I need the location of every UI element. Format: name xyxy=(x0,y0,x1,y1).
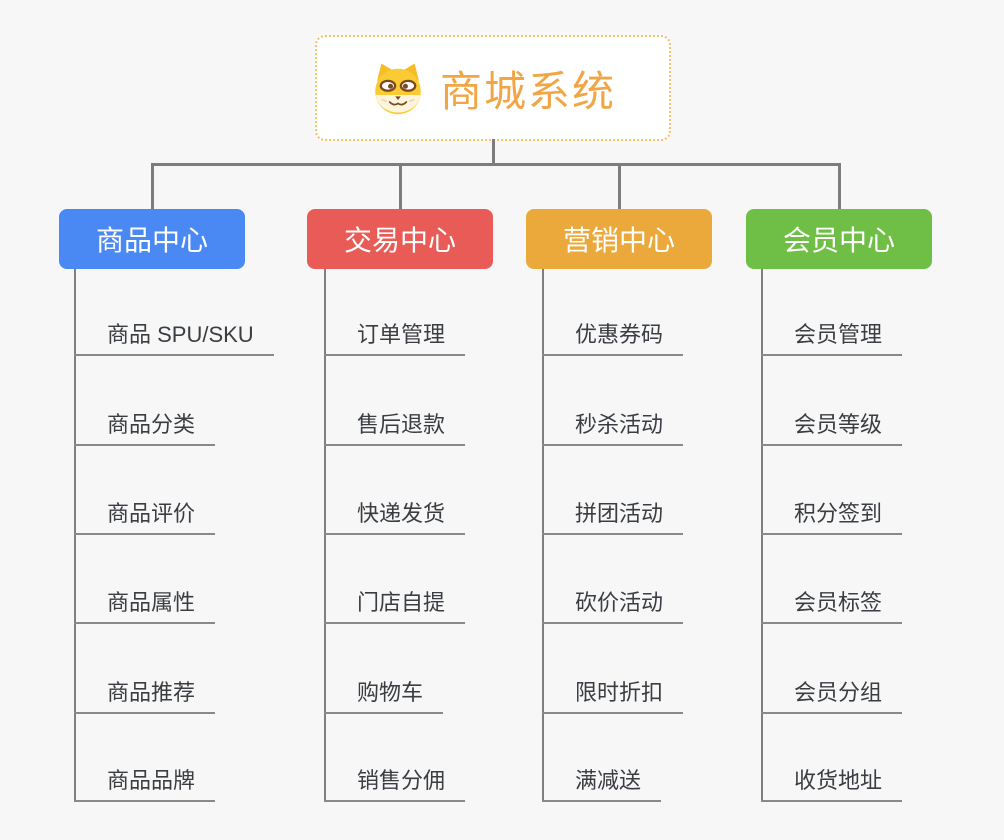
leaf-sales-commission[interactable]: 销售分佣 xyxy=(324,760,466,802)
connector-trunk xyxy=(150,163,839,166)
branch-node-product-center[interactable]: 商品中心 xyxy=(59,209,245,269)
leaf-flash-sale[interactable]: 秒杀活动 xyxy=(542,404,684,446)
leaf-member-tag[interactable]: 会员标签 xyxy=(761,582,903,624)
leaf-shopping-cart[interactable]: 购物车 xyxy=(324,672,444,714)
branch-label: 会员中心 xyxy=(782,225,895,256)
leaf-member-group[interactable]: 会员分组 xyxy=(761,672,903,714)
leaf-product-brand[interactable]: 商品品牌 xyxy=(74,760,216,802)
leaf-after-sales-refund[interactable]: 售后退款 xyxy=(324,404,466,446)
leaf-order-management[interactable]: 订单管理 xyxy=(324,314,466,356)
branch-node-marketing-center[interactable]: 营销中心 xyxy=(526,209,712,269)
leaf-product-attribute[interactable]: 商品属性 xyxy=(74,582,216,624)
leaf-member-level[interactable]: 会员等级 xyxy=(761,404,903,446)
shiba-dog-icon xyxy=(370,60,426,116)
leaf-express-delivery[interactable]: 快递发货 xyxy=(324,493,466,535)
branch-label: 营销中心 xyxy=(562,225,675,256)
leaf-column-marketing: 优惠券码 秒杀活动 拼团活动 砍价活动 限时折扣 满减送 xyxy=(542,269,782,802)
root-label: 商城系统 xyxy=(439,67,616,115)
connector-root-stub xyxy=(491,139,495,164)
connector-drop-member xyxy=(837,163,841,210)
branch-label: 交易中心 xyxy=(343,225,456,256)
leaf-store-pickup[interactable]: 门店自提 xyxy=(324,582,466,624)
leaf-product-category[interactable]: 商品分类 xyxy=(74,404,216,446)
leaf-product-review[interactable]: 商品评价 xyxy=(74,493,216,535)
branch-node-member-center[interactable]: 会员中心 xyxy=(746,209,932,269)
leaf-group-buy[interactable]: 拼团活动 xyxy=(542,493,684,535)
leaf-limited-time-discount[interactable]: 限时折扣 xyxy=(542,672,684,714)
root-node[interactable]: 商城系统 xyxy=(315,35,671,141)
branch-node-trade-center[interactable]: 交易中心 xyxy=(307,209,493,269)
connector-drop-trade xyxy=(398,163,402,210)
leaf-column-product: 商品 SPU/SKU 商品分类 商品评价 商品属性 商品推荐 商品品牌 xyxy=(74,269,314,802)
leaf-column-member: 会员管理 会员等级 积分签到 会员标签 会员分组 收货地址 xyxy=(761,269,1001,802)
leaf-product-recommend[interactable]: 商品推荐 xyxy=(74,672,216,714)
leaf-coupon-code[interactable]: 优惠券码 xyxy=(542,314,684,356)
leaf-member-management[interactable]: 会员管理 xyxy=(761,314,903,356)
connector-drop-product xyxy=(150,163,154,210)
branch-label: 商品中心 xyxy=(95,225,208,256)
leaf-shipping-address[interactable]: 收货地址 xyxy=(761,760,903,802)
leaf-product-spu-sku[interactable]: 商品 SPU/SKU xyxy=(74,314,274,356)
leaf-full-reduction[interactable]: 满减送 xyxy=(542,760,662,802)
leaf-column-trade: 订单管理 售后退款 快递发货 门店自提 购物车 销售分佣 xyxy=(324,269,564,802)
leaf-bargain-activity[interactable]: 砍价活动 xyxy=(542,582,684,624)
connector-drop-marketing xyxy=(617,163,621,210)
leaf-points-checkin[interactable]: 积分签到 xyxy=(761,493,903,535)
